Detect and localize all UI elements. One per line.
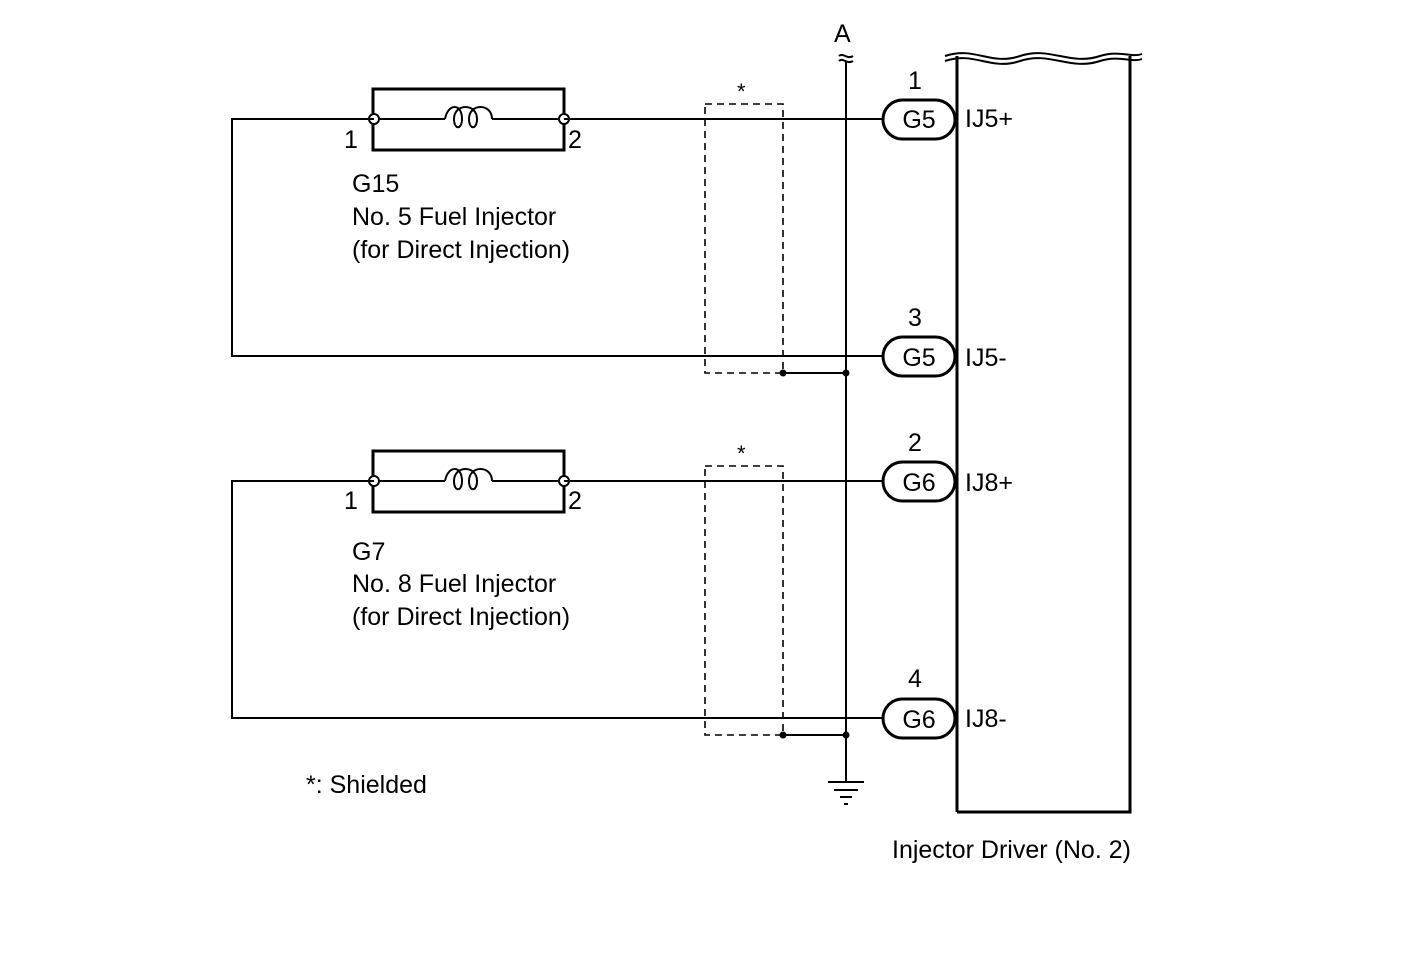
coil-icon bbox=[444, 468, 493, 491]
driver-terminal-3-signal: IJ5- bbox=[965, 344, 1007, 372]
shield-1 bbox=[704, 103, 784, 374]
injector-1-pin-right: 2 bbox=[568, 126, 582, 154]
shield-1-junction-b bbox=[842, 369, 850, 377]
ground-symbol bbox=[828, 781, 864, 805]
driver-terminal-1 bbox=[881, 98, 957, 141]
injector-1 bbox=[368, 87, 570, 152]
shield-2-junction-b bbox=[842, 731, 850, 739]
injector-driver-box bbox=[944, 52, 1143, 814]
driver-terminal-1-connector: G5 bbox=[902, 106, 935, 134]
wire-ij8-positive bbox=[231, 480, 883, 719]
shield-2-junction-a bbox=[779, 731, 787, 739]
driver-terminal-2-connector: G6 bbox=[902, 469, 935, 497]
ground-point-label: A bbox=[834, 20, 851, 48]
injector-1-connector: G15 bbox=[352, 170, 399, 198]
driver-terminal-1-pin: 1 bbox=[908, 67, 922, 95]
injector-1-pin-left: 1 bbox=[344, 126, 358, 154]
injector-2-pin-left: 1 bbox=[344, 487, 358, 515]
wire-ij5-positive bbox=[231, 118, 883, 357]
coil-icon bbox=[444, 106, 493, 129]
injector-2 bbox=[368, 449, 570, 514]
injector-2-subtitle: (for Direct Injection) bbox=[352, 603, 570, 631]
injector-2-pin-right: 2 bbox=[568, 487, 582, 515]
driver-terminal-4 bbox=[881, 697, 957, 740]
shield-2 bbox=[704, 465, 784, 736]
driver-terminal-2-signal: IJ8+ bbox=[965, 469, 1013, 497]
driver-terminal-2-pin: 2 bbox=[908, 429, 922, 457]
shield-2-marker: * bbox=[737, 441, 746, 466]
driver-terminal-4-connector: G6 bbox=[902, 706, 935, 734]
injector-1-name: No. 5 Fuel Injector bbox=[352, 203, 556, 231]
break-mark bbox=[838, 53, 854, 64]
driver-terminal-3 bbox=[881, 335, 957, 378]
driver-terminal-3-connector: G5 bbox=[902, 344, 935, 372]
injector-2-name: No. 8 Fuel Injector bbox=[352, 570, 556, 598]
injector-driver-label: Injector Driver (No. 2) bbox=[892, 836, 1131, 864]
driver-terminal-4-signal: IJ8- bbox=[965, 705, 1007, 733]
driver-terminal-1-signal: IJ5+ bbox=[965, 105, 1013, 133]
driver-terminal-4-pin: 4 bbox=[908, 665, 922, 693]
driver-terminal-3-pin: 3 bbox=[908, 304, 922, 332]
driver-terminal-2 bbox=[881, 460, 957, 503]
injector-2-connector: G7 bbox=[352, 538, 385, 566]
injector-1-subtitle: (for Direct Injection) bbox=[352, 236, 570, 264]
shield-note: *: Shielded bbox=[306, 771, 427, 799]
shield-1-junction-a bbox=[779, 369, 787, 377]
shield-1-marker: * bbox=[737, 79, 746, 104]
